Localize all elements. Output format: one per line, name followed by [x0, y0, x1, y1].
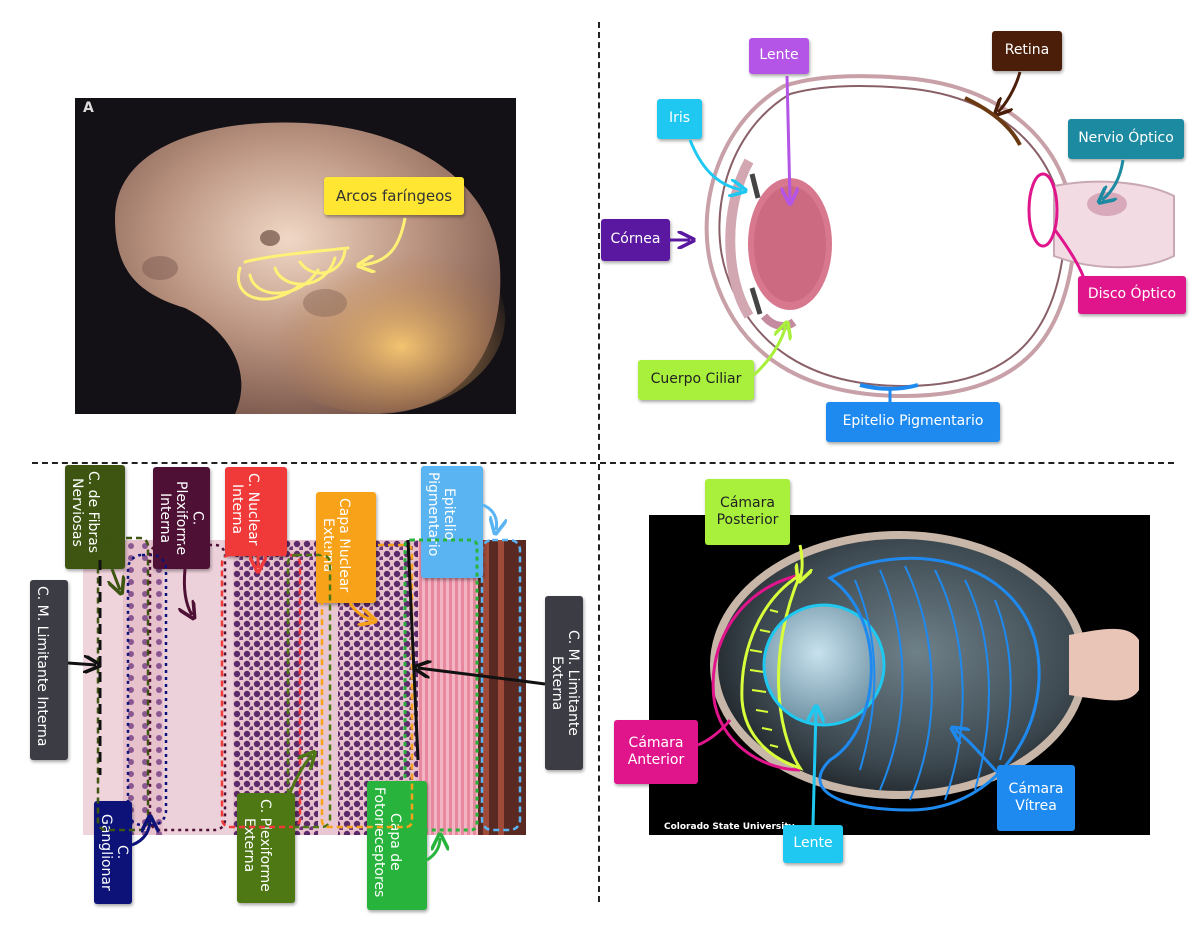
label-nervio-optico: Nervio Óptico — [1068, 119, 1184, 159]
retina-histology-photo — [83, 540, 526, 835]
foto-arrow — [426, 838, 440, 862]
label-ganglionar: C. Ganglionar — [94, 801, 132, 904]
label-nuclear-interna: C. Nuclear Interna — [225, 467, 287, 556]
label-plexiforme-externa: C. Plexiforme Externa — [237, 793, 295, 903]
label-cornea: Córnea — [601, 219, 670, 261]
label-camara-posterior: Cámara Posterior — [705, 479, 790, 545]
eye-section-illustration — [704, 74, 1175, 399]
label-disco-optico: Disco Óptico — [1078, 276, 1186, 314]
label-nuclear-externa: Capa Nuclear Externa — [316, 492, 376, 603]
label-iris: Iris — [657, 99, 702, 139]
label-camara-anterior: Cámara Anterior — [614, 720, 698, 784]
svg-text:A: A — [83, 100, 94, 116]
eye-section-photo — [654, 66, 1184, 406]
label-retina: Retina — [992, 31, 1062, 71]
label-limitante-externa: C. M. Limitante Externa — [545, 596, 583, 770]
embryo-photo: A — [75, 98, 516, 414]
label-epitelio-pigmentario: Epitelio Pigmentario — [826, 402, 1000, 442]
label-arcos-faringeos: Arcos faríngeos — [324, 177, 464, 215]
label-plexiforme-interna: C. Plexiforme Interna — [153, 467, 210, 569]
label-camara-vitrea: Cámara Vítrea — [997, 765, 1075, 831]
horizontal-divider — [32, 462, 1174, 464]
label-lente-gross: Lente — [783, 825, 843, 863]
label-cuerpo-ciliar: Cuerpo Ciliar — [638, 360, 754, 400]
embryo-illustration: A — [83, 100, 505, 414]
label-lente: Lente — [749, 38, 809, 74]
label-fotorreceptores: Capa de Fotorreceptores — [367, 781, 427, 910]
epig-arrow — [482, 503, 497, 530]
photo-credit: Colorado State University — [664, 822, 795, 832]
label-fibras-nerviosas: C. de Fibras Nerviosas — [65, 465, 125, 569]
label-limitante-interna: C. M. Limitante Interna — [30, 580, 68, 760]
retina-histology-illustration — [83, 540, 526, 835]
label-epitelio-pigmentario-capa: Epitelio Pigmentario — [421, 466, 483, 578]
